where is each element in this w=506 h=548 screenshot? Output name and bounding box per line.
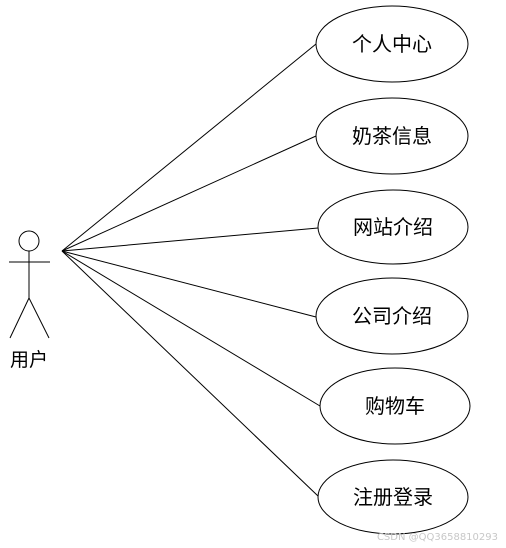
use-case-label: 个人中心 — [352, 32, 432, 56]
use-case-website-intro: 网站介绍 — [317, 189, 469, 265]
use-case-ellipse — [315, 97, 469, 175]
use-case-label: 奶茶信息 — [352, 124, 432, 148]
use-case-register-login: 注册登录 — [317, 459, 469, 535]
use-case-personal-center: 个人中心 — [315, 5, 469, 83]
use-case-company-intro: 公司介绍 — [315, 277, 469, 355]
association-milk-tea-info — [61, 135, 317, 252]
use-case-label: 网站介绍 — [353, 215, 433, 239]
use-case-label: 购物车 — [365, 394, 425, 418]
association-company-intro — [61, 250, 317, 318]
use-case-label: 公司介绍 — [352, 304, 432, 328]
use-case-ellipse — [315, 277, 469, 355]
use-case-ellipse — [319, 367, 471, 445]
actor-right-leg — [28, 297, 50, 339]
use-case-label: 注册登录 — [353, 485, 433, 509]
association-website-intro — [61, 227, 319, 252]
actor-label: 用户 — [10, 349, 48, 371]
use-case-milk-tea-info: 奶茶信息 — [315, 97, 469, 175]
use-case-ellipse — [317, 189, 469, 265]
associations — [61, 43, 321, 497]
actor-head — [18, 230, 40, 252]
actor: 用户 — [9, 230, 50, 371]
association-personal-center — [61, 43, 317, 252]
association-register-login — [61, 250, 319, 497]
actor-left-leg — [9, 297, 30, 339]
association-shopping-cart — [61, 250, 321, 407]
use-case-shopping-cart: 购物车 — [319, 367, 471, 445]
watermark: CSDN @QQ3658810293 — [377, 532, 498, 543]
use-case-ellipse — [315, 5, 469, 83]
use-case-ellipse — [317, 459, 469, 535]
